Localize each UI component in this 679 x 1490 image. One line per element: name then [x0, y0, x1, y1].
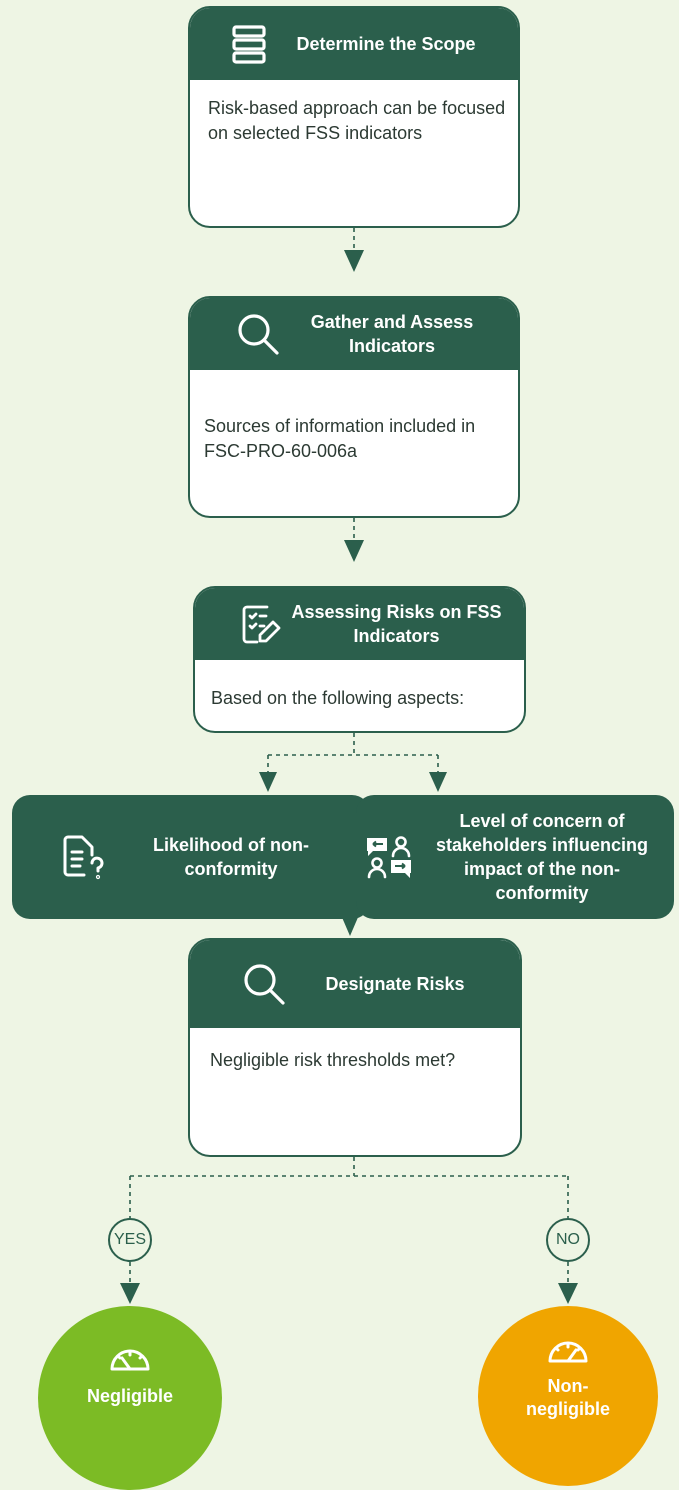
aspect-likelihood: Likelihood of non-conformity: [12, 795, 370, 919]
magnifier-icon: [236, 312, 280, 356]
step-determine-scope: Determine the Scope Risk-based approach …: [188, 6, 520, 228]
step-description: Based on the following aspects:: [211, 688, 465, 708]
aspect-label: Level of concern of stakeholders influen…: [435, 811, 649, 903]
arrow-head: [558, 1283, 578, 1304]
step-header: Gather and Assess Indicators: [190, 298, 518, 370]
connector-lines: [120, 228, 578, 1304]
arrow-head: [259, 772, 277, 792]
outcome-non-negligible: Non-negligible: [478, 1306, 658, 1486]
branch-no-label: NO: [546, 1218, 590, 1262]
speedometer-icon: [108, 1343, 152, 1373]
branch-yes-label: YES: [108, 1218, 152, 1262]
stakeholders-chat-icon: [364, 835, 414, 879]
step-header: Designate Risks: [190, 940, 520, 1028]
step-header: Assessing Risks on FSS Indicators: [195, 588, 524, 660]
step-title: Determine the Scope: [296, 34, 476, 54]
outcome-label: Non-negligible: [525, 1376, 610, 1419]
list-stack-icon: [230, 24, 268, 64]
outcome-label: Negligible: [86, 1385, 173, 1406]
step-header: Determine the Scope: [190, 8, 518, 80]
document-question-icon: [60, 833, 112, 881]
arrow-head: [120, 1283, 140, 1304]
arrow-head: [344, 250, 364, 272]
step-gather-assess: Gather and Assess Indicators Sources of …: [188, 296, 520, 518]
arrow-head: [429, 772, 447, 792]
checklist-pencil-icon: [237, 601, 285, 647]
aspect-label: Likelihood of non-conformity: [153, 835, 309, 879]
step-description: Sources of information included in FSC-P…: [204, 416, 476, 461]
step-description: Risk-based approach can be focused on se…: [208, 98, 506, 143]
aspect-stakeholder-concern: Level of concern of stakeholders influen…: [356, 795, 674, 919]
speedometer-icon: [546, 1335, 590, 1365]
step-title: Gather and Assess Indicators: [310, 312, 474, 356]
outcome-negligible: Negligible: [38, 1306, 222, 1490]
step-assessing-risks: Assessing Risks on FSS Indicators Based …: [193, 586, 526, 733]
arrow-head: [341, 915, 359, 936]
arrow-head: [344, 540, 364, 562]
step-designate-risks: Designate Risks Negligible risk threshol…: [188, 938, 522, 1157]
step-description: Negligible risk thresholds met?: [210, 1050, 456, 1070]
step-title: Designate Risks: [325, 974, 465, 994]
step-title: Assessing Risks on FSS Indicators: [291, 602, 502, 646]
magnifier-icon: [242, 962, 286, 1006]
